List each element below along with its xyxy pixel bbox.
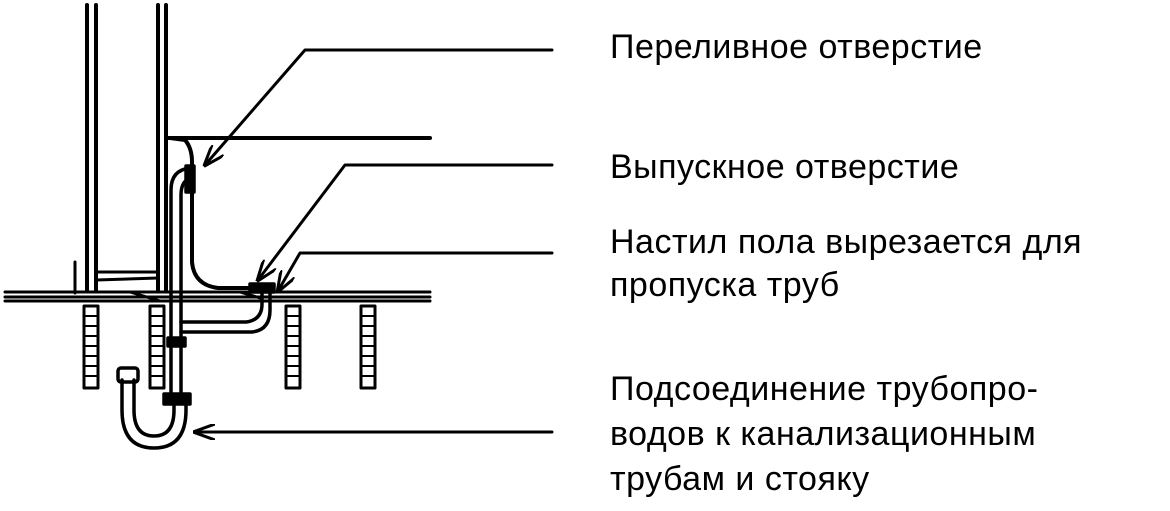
label-outlet: Выпускное отверстие	[610, 148, 960, 186]
label-floor-line-2: пропуска труб	[610, 266, 840, 304]
label-floor-line-1: Настил пола вырезается для	[610, 223, 1083, 261]
leader-overflow	[205, 48, 554, 165]
label-connection-line-2: водов к канализационным	[610, 415, 1037, 453]
label-connection-line-3: трубам и стояку	[610, 460, 870, 498]
leader-outlet	[258, 163, 554, 280]
bathtub	[164, 136, 432, 290]
floor	[3, 290, 432, 303]
leader-floor	[278, 251, 554, 291]
skirting	[73, 260, 160, 295]
label-overflow: Переливное отверстие	[610, 28, 983, 66]
overflow-pipe	[169, 164, 196, 402]
label-connection-line-1: Подсоединение трубопро-	[610, 370, 1039, 408]
floor-joists	[82, 304, 377, 390]
trap	[116, 336, 192, 450]
wall	[85, 3, 168, 292]
leaders	[195, 48, 554, 432]
